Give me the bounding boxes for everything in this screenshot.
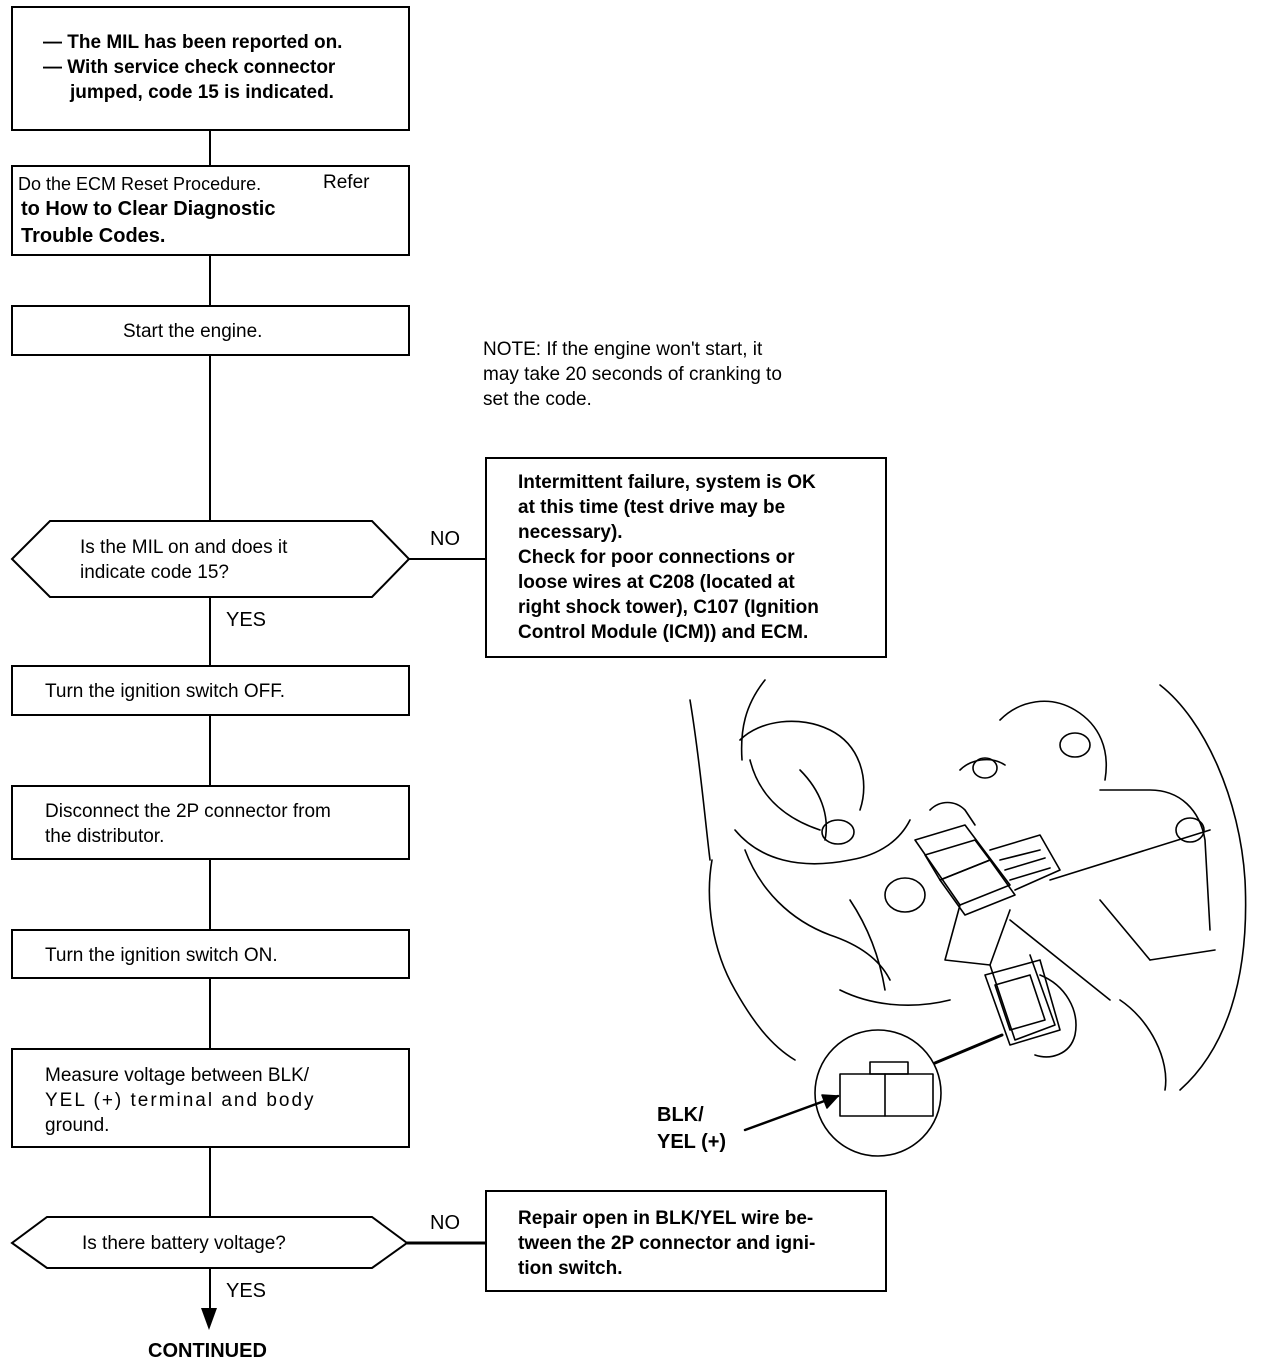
flow-line-4 xyxy=(209,597,211,665)
step-2-line-1b: Refer xyxy=(323,172,370,193)
result-2-line-1: Repair open in BLK/YEL wire be- xyxy=(518,1208,814,1229)
step-5-line-2: the distributor. xyxy=(45,826,165,847)
note-line-1: NOTE: If the engine won't start, it xyxy=(483,339,763,360)
result-repair-open: Repair open in BLK/YEL wire be- tween th… xyxy=(485,1190,887,1292)
illustration-label-line-1: BLK/ xyxy=(657,1104,704,1126)
flow-line-5 xyxy=(209,715,211,785)
result-intermittent-failure: Intermittent failure, system is OK at th… xyxy=(485,457,887,658)
illustration-label-line-2: YEL (+) xyxy=(657,1131,727,1153)
result-1-line-7: Control Module (ICM)) and ECM. xyxy=(518,622,809,643)
flow-line-3 xyxy=(209,355,211,521)
step-3-text: Start the engine. xyxy=(123,321,263,342)
decision-1-yes-label: YES xyxy=(226,609,267,631)
decision-1-line-1: Is the MIL on and does it xyxy=(80,537,288,558)
result-1-line-6: right shock tower), C107 (Ignition xyxy=(518,597,819,618)
decision-1-no-label: NO xyxy=(430,528,460,550)
result-1-line-3: necessary). xyxy=(518,522,623,543)
result-2-line-3: tion switch. xyxy=(518,1258,623,1279)
result-1-line-4: Check for poor connections or xyxy=(518,547,795,568)
flow-line-7 xyxy=(209,978,211,1048)
step-ignition-off: Turn the ignition switch OFF. xyxy=(11,665,410,716)
step-ignition-on: Turn the ignition switch ON. xyxy=(11,929,410,979)
result-2-line-2: tween the 2P connector and igni- xyxy=(518,1233,816,1254)
result-1-line-5: loose wires at C208 (located at xyxy=(518,572,795,593)
step-1-line-3: jumped, code 15 is indicated. xyxy=(70,82,334,103)
step-start-engine: Start the engine. xyxy=(11,305,410,356)
continued-label: CONTINUED xyxy=(148,1340,267,1362)
step-ecm-reset: Do the ECM Reset Procedure. Refer to How… xyxy=(11,165,410,256)
step-6-text: Turn the ignition switch ON. xyxy=(45,945,278,966)
flow-line-6 xyxy=(209,859,211,929)
decision-1-line-2: indicate code 15? xyxy=(80,562,229,583)
decision-2-yes-label: YES xyxy=(226,1280,267,1302)
step-4-text: Turn the ignition switch OFF. xyxy=(45,681,286,702)
flow-line-8 xyxy=(209,1147,211,1217)
decision-2-text: Is there battery voltage? xyxy=(82,1233,286,1254)
step-2-line-3: Trouble Codes. xyxy=(21,225,166,247)
step-mil-reported: — The MIL has been reported on. — With s… xyxy=(11,6,410,131)
step-1-line-1: — The MIL has been reported on. xyxy=(43,32,343,53)
step-2-line-2: to How to Clear Diagnostic xyxy=(21,198,276,220)
result-1-line-2: at this time (test drive may be xyxy=(518,497,786,518)
decision-2-no-label: NO xyxy=(430,1212,460,1234)
step-2-line-1a: Do the ECM Reset Procedure. xyxy=(18,174,262,194)
flow-line-1 xyxy=(209,130,211,166)
flow-line-9 xyxy=(209,1268,211,1308)
step-1-line-2: — With service check connector xyxy=(43,57,336,78)
note-line-3: set the code. xyxy=(483,389,592,410)
flow-line-2 xyxy=(209,255,211,305)
step-disconnect-2p: Disconnect the 2P connector from the dis… xyxy=(11,785,410,860)
step-measure-voltage: Measure voltage between BLK/ YEL (+) ter… xyxy=(11,1048,410,1148)
step-5-line-1: Disconnect the 2P connector from xyxy=(45,801,331,822)
step-7-line-1: Measure voltage between BLK/ xyxy=(45,1065,310,1086)
step-7-line-2: YEL (+) terminal and body xyxy=(45,1090,316,1111)
note-line-2: may take 20 seconds of cranking to xyxy=(483,364,782,385)
step-7-line-3: ground. xyxy=(45,1115,110,1136)
result-1-line-1: Intermittent failure, system is OK xyxy=(518,472,816,493)
